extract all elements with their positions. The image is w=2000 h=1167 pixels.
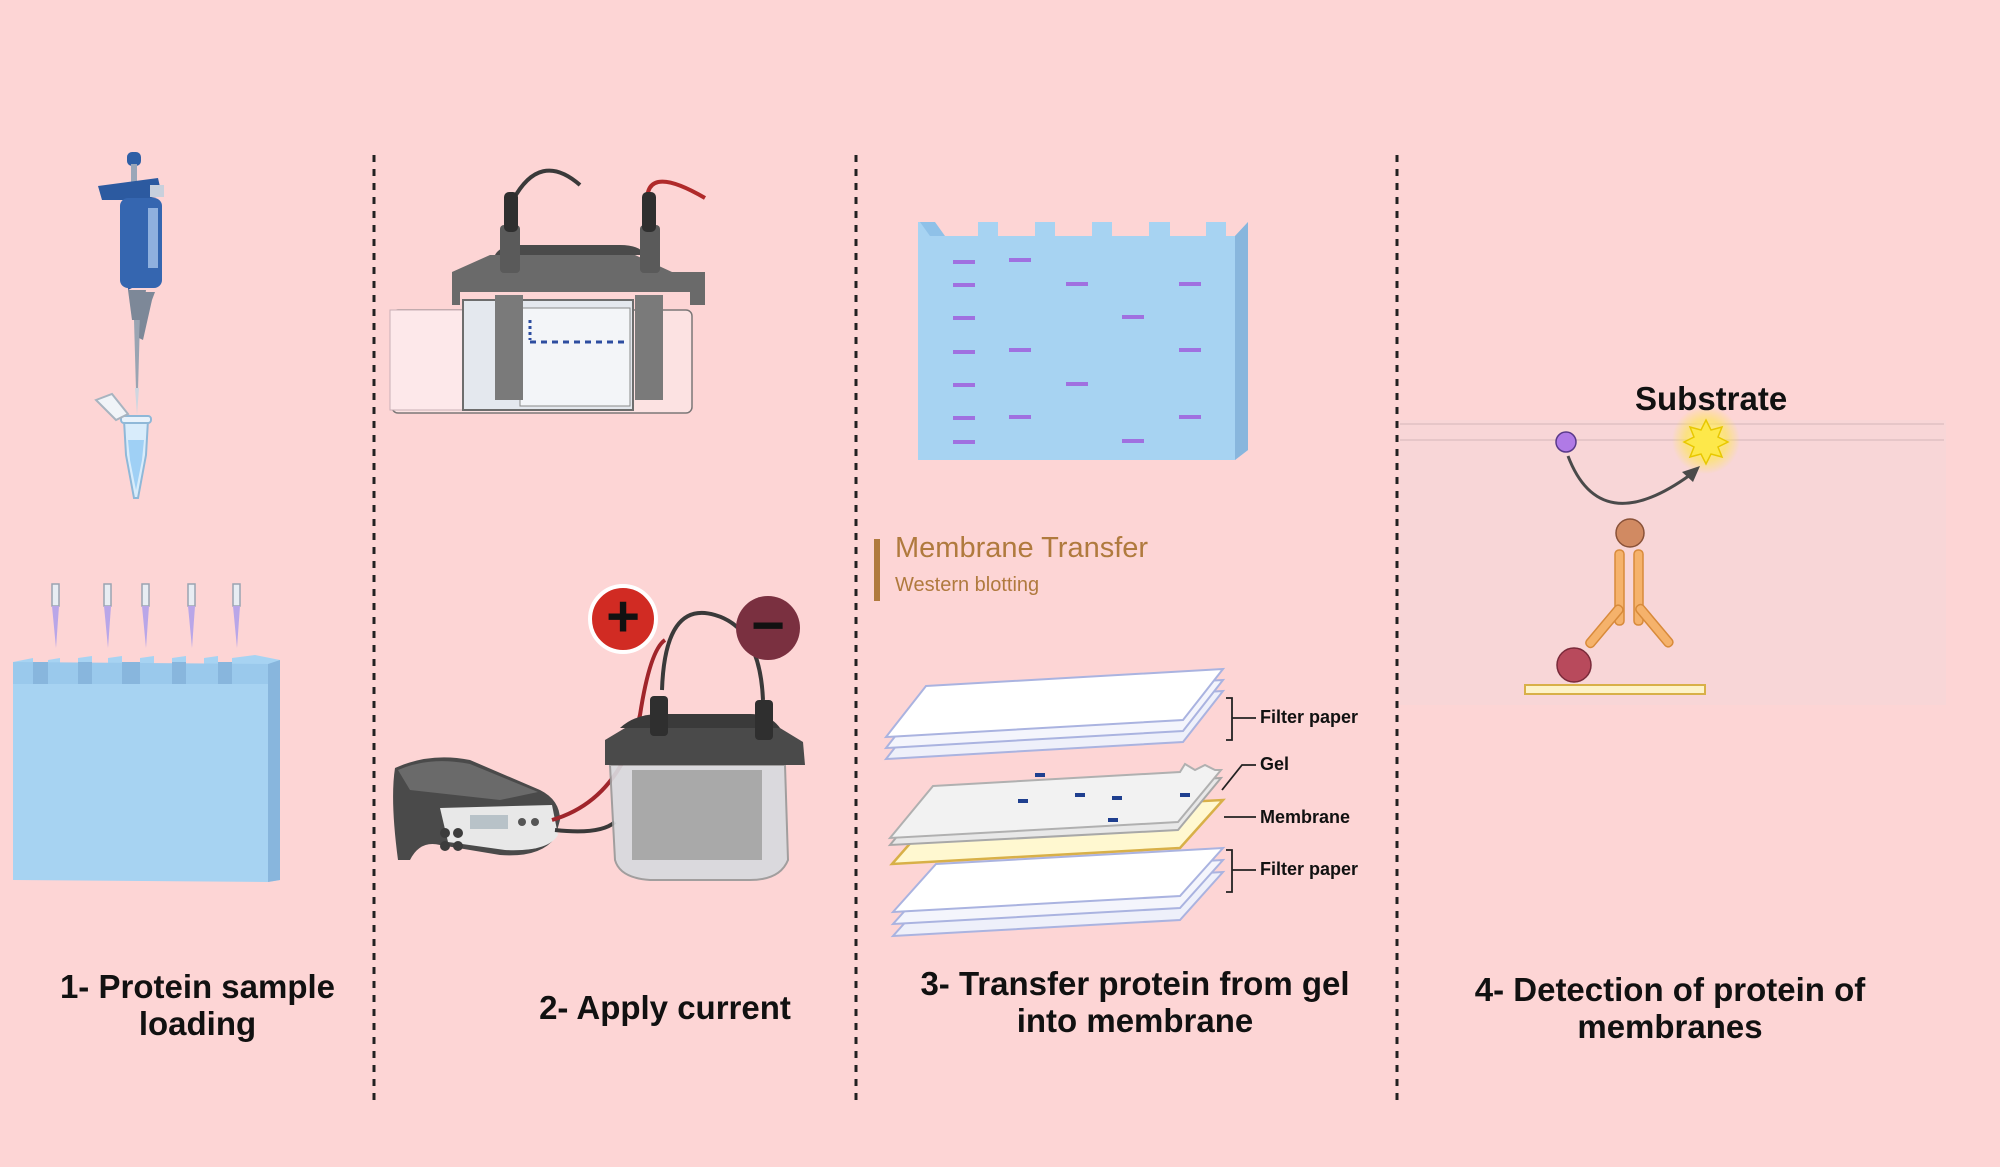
step-1-label: 1- Protein sample loading bbox=[59, 968, 336, 1042]
membrane-strip bbox=[1524, 684, 1706, 695]
membrane-label: Membrane bbox=[1260, 807, 1351, 827]
detection-panel bbox=[1400, 406, 1946, 705]
filter-paper-bottom-label: Filter paper bbox=[1260, 859, 1359, 879]
tips-row bbox=[51, 583, 241, 648]
positive-terminal bbox=[588, 584, 658, 654]
gel-label: Gel bbox=[1260, 754, 1290, 774]
gel-block-loading bbox=[13, 655, 280, 882]
step-2-label: 2- Apply current bbox=[539, 989, 791, 1026]
antibody-icon bbox=[1585, 549, 1674, 649]
enzyme-icon bbox=[1615, 518, 1645, 548]
negative-terminal bbox=[736, 596, 800, 660]
filter-paper-top-label: Filter paper bbox=[1260, 707, 1359, 727]
transfer-title: Membrane Transfer bbox=[895, 532, 1149, 564]
reaction-arrow bbox=[1566, 455, 1691, 505]
stack-brackets bbox=[1221, 697, 1256, 893]
dividers bbox=[372, 155, 1399, 1105]
pipette-icon bbox=[98, 152, 164, 415]
power-supply bbox=[393, 757, 560, 860]
substrate-molecule-icon bbox=[1555, 431, 1577, 453]
step-3-label: 3- Transfer protein from gel into membra… bbox=[920, 965, 1350, 1039]
electrophoresis-tank bbox=[389, 168, 707, 414]
transfer-subtitle: Western blotting bbox=[895, 574, 1040, 596]
protein-bands bbox=[953, 258, 1201, 444]
title-accent-bar bbox=[874, 539, 880, 601]
transfer-tank bbox=[605, 696, 805, 881]
gel-with-bands bbox=[918, 222, 1248, 460]
positive-sign: + bbox=[606, 584, 640, 649]
step-4-label: 4- Detection of protein of membranes bbox=[1474, 971, 1866, 1045]
substrate-star-icon bbox=[1682, 418, 1730, 466]
negative-sign: − bbox=[751, 593, 785, 658]
substrate-label: Substrate bbox=[1635, 380, 1788, 417]
tube-icon bbox=[94, 392, 152, 499]
antigen-icon bbox=[1556, 647, 1592, 683]
transfer-sandwich bbox=[883, 667, 1226, 938]
